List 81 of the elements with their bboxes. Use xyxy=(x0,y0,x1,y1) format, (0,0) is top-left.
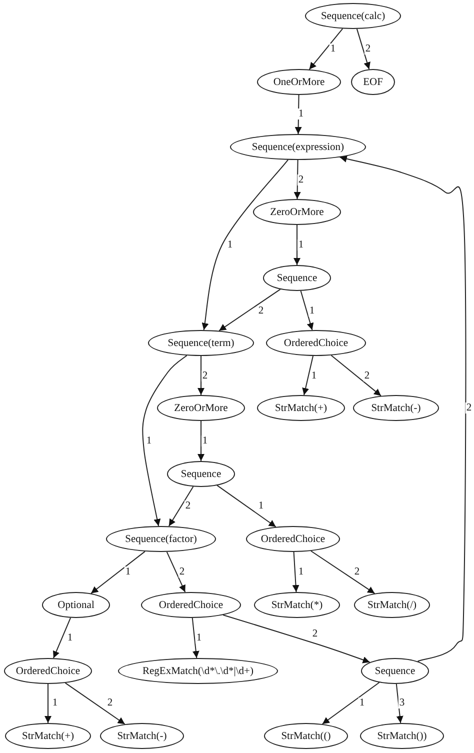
edge-label: 3 xyxy=(398,698,406,708)
edge-label: 1 xyxy=(226,240,234,250)
node-label: RegExMatch(\d*\.\d*|\d+) xyxy=(142,666,254,676)
arrow xyxy=(216,484,276,528)
arrow xyxy=(310,550,376,594)
edge-label: 1 xyxy=(201,436,209,446)
edge-label: 2 xyxy=(178,566,186,578)
arrow xyxy=(339,155,466,662)
edge-label: 1 xyxy=(51,698,59,708)
edge-label: 2 xyxy=(363,370,371,382)
node-label: Optional xyxy=(58,600,94,610)
edge-label: 1 xyxy=(297,566,305,578)
arrow xyxy=(166,551,186,593)
node-label: Sequence xyxy=(180,468,222,480)
arrow xyxy=(168,486,194,527)
arrow xyxy=(330,354,382,396)
arrow xyxy=(64,682,126,725)
node-label: Sequence(expression) xyxy=(252,142,344,152)
arrow xyxy=(322,682,380,725)
edge-label: 2 xyxy=(297,174,305,186)
arrow xyxy=(202,159,289,331)
node-label: StrMatch(+) xyxy=(22,730,74,742)
arrow xyxy=(44,684,52,724)
arrow xyxy=(52,617,72,659)
edge-label: 1 xyxy=(124,566,132,578)
node-ellipse xyxy=(351,69,395,95)
node-label: StrMatch(/) xyxy=(368,600,416,610)
node-ellipse xyxy=(253,199,341,225)
arrow xyxy=(308,28,344,70)
edge-label: 2 xyxy=(201,370,209,382)
edge-label: 2 xyxy=(364,44,372,54)
arrow xyxy=(294,224,300,266)
edge-label: 2 xyxy=(465,402,473,414)
arrow xyxy=(142,355,188,527)
edge-label: 1 xyxy=(329,44,337,54)
edge-label: 2 xyxy=(353,566,361,578)
arrow xyxy=(292,552,300,592)
node-label: ZeroOrMore xyxy=(174,402,228,414)
edge-label: 1 xyxy=(297,108,305,120)
arrow xyxy=(192,618,200,658)
node-label: StrMatch(*) xyxy=(271,600,323,610)
node-label: StrMatch(+) xyxy=(275,402,327,414)
arrow xyxy=(222,614,370,664)
node-label: OrderedChoice xyxy=(284,338,348,348)
edge-label: 2 xyxy=(257,306,265,316)
edge-label: 1 xyxy=(310,370,318,382)
node-ellipse xyxy=(361,658,429,684)
node-label: Sequence(term) xyxy=(168,338,234,348)
arrow xyxy=(198,356,204,396)
arrow xyxy=(396,684,404,724)
arrow xyxy=(356,28,370,70)
edge-label: 2 xyxy=(311,628,319,640)
edge-label: 1 xyxy=(297,240,305,250)
edge-label: 2 xyxy=(106,698,114,708)
node-label: StrMatch(-) xyxy=(117,730,167,742)
arrow xyxy=(302,355,314,396)
node-label: Sequence(factor) xyxy=(125,534,197,544)
node-label: StrMatch(() xyxy=(281,730,331,742)
edge-label: 1 xyxy=(308,306,316,316)
node-label: EOF xyxy=(363,76,383,88)
node-label: OrderedChoice xyxy=(158,600,224,610)
arrow xyxy=(90,550,146,594)
edge-label: 2 xyxy=(184,500,192,512)
edge-label: 1 xyxy=(145,436,153,446)
node-label: Sequence xyxy=(374,666,416,676)
arrow xyxy=(294,94,302,134)
node-label: StrMatch()) xyxy=(377,730,427,742)
node-label: OrderedChoice xyxy=(260,534,326,544)
node-label: ZeroOrMore xyxy=(270,206,324,218)
edge-label: 1 xyxy=(358,698,366,708)
node-label: Sequence xyxy=(276,272,318,284)
node-label: OrderedChoice xyxy=(16,666,80,676)
edge-label: 1 xyxy=(195,632,203,644)
arrow xyxy=(198,420,204,462)
edge-label: 1 xyxy=(66,632,74,644)
node-label: Sequence(calc) xyxy=(320,10,386,22)
node-label: StrMatch(-) xyxy=(371,402,421,414)
arrow xyxy=(218,288,281,332)
node-label: OneOrMore xyxy=(273,76,325,88)
arrow xyxy=(300,290,314,331)
edge-label: 1 xyxy=(257,500,265,512)
